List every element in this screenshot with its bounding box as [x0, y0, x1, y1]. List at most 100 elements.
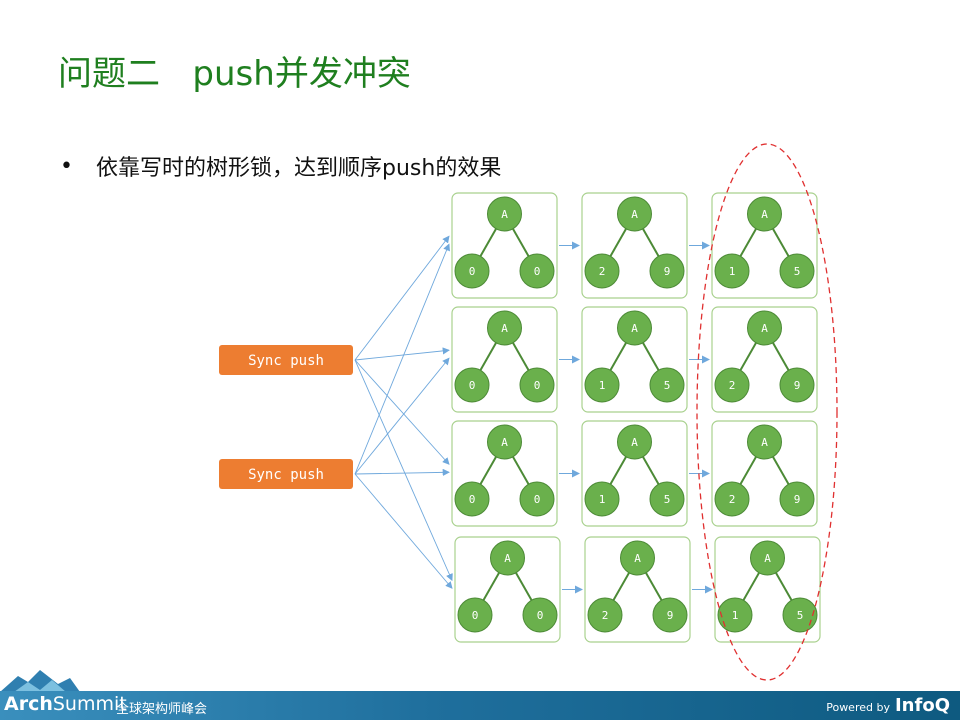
tree-node-label: A — [634, 552, 641, 565]
tree-node-label: 0 — [534, 379, 541, 392]
tree-node-label: 2 — [599, 265, 606, 278]
sync-push-bg — [219, 459, 353, 489]
tree-node — [490, 540, 525, 576]
tree-node — [617, 424, 652, 460]
tree-node — [714, 367, 750, 403]
tree-node-label: 5 — [664, 493, 671, 506]
tree-node — [620, 540, 655, 576]
tree-node-label: 9 — [667, 609, 674, 622]
tree-node-label: 0 — [472, 609, 479, 622]
fan-arrow — [354, 347, 450, 361]
tree-node-label: A — [761, 436, 768, 449]
tree-node-label: A — [764, 552, 771, 565]
tree-node-label: 0 — [534, 493, 541, 506]
tree-box: A 2 9 — [711, 306, 818, 413]
tree-node-label: A — [631, 322, 638, 335]
bullet-item: • 依靠写时的树形锁，达到顺序push的效果 — [60, 150, 501, 182]
tree-node — [519, 367, 555, 403]
tree-node — [584, 253, 620, 289]
tree-node-label: A — [501, 322, 508, 335]
tree-node-label: A — [501, 436, 508, 449]
tree-node — [649, 367, 685, 403]
tree-box: A 0 0 — [454, 536, 561, 643]
fan-arrow — [354, 473, 453, 589]
tree-node-label: 9 — [794, 379, 801, 392]
tree-node-label: 2 — [602, 609, 609, 622]
tree-node-label: A — [631, 208, 638, 221]
tree-node-label: 2 — [729, 379, 736, 392]
tree-node-label: A — [631, 436, 638, 449]
tree-node-label: 0 — [469, 265, 476, 278]
tree-node — [617, 196, 652, 232]
highlight-ellipse — [696, 143, 838, 681]
infoq-logo: InfoQ — [894, 695, 950, 716]
tree-box: A 1 5 — [581, 420, 688, 527]
mountain-logo-icon — [0, 670, 80, 692]
fan-arrow — [354, 235, 450, 361]
tree-node — [487, 424, 522, 460]
tree-node-label: 0 — [469, 379, 476, 392]
tree-node-label: 1 — [599, 493, 606, 506]
tree-node — [584, 481, 620, 517]
tree-node-label: 0 — [534, 265, 541, 278]
bullet-dot-icon: • — [60, 153, 73, 179]
archsummit-logo: ArchSummit — [4, 693, 127, 715]
tree-node-label: 5 — [794, 265, 801, 278]
tree-node-label: 1 — [729, 265, 736, 278]
tree-node — [747, 310, 782, 346]
tree-box: A 0 0 — [451, 420, 558, 527]
slide-title: 问题二 push并发冲突 — [58, 54, 411, 94]
tree-node — [750, 540, 785, 576]
fan-arrow — [354, 468, 450, 476]
sync-push-box: Sync push — [219, 345, 353, 375]
bullet-text: 依靠写时的树形锁，达到顺序push的效果 — [96, 156, 502, 181]
conference-name: 全球架构师峰会 — [116, 702, 208, 717]
tree-node — [714, 253, 750, 289]
tree-node — [487, 196, 522, 232]
tree-box: A 0 0 — [451, 306, 558, 413]
tree-node-label: 0 — [537, 609, 544, 622]
tree-node-label: A — [761, 322, 768, 335]
tree-node — [779, 253, 815, 289]
tree-node — [522, 597, 558, 633]
tree-node — [652, 597, 688, 633]
tree-node — [617, 310, 652, 346]
powered-by: Powered by InfoQ — [826, 695, 950, 716]
tree-node — [519, 253, 555, 289]
fan-arrow — [354, 359, 453, 582]
tree-box: A 2 9 — [584, 536, 691, 643]
tree-node — [454, 481, 490, 517]
tree-node — [584, 367, 620, 403]
sync-push-box: Sync push — [219, 459, 353, 489]
sync-push-label: Sync push — [248, 467, 324, 483]
tree-node-label: A — [501, 208, 508, 221]
tree-box: A 0 0 — [451, 192, 558, 299]
sync-push-label: Sync push — [248, 353, 324, 369]
fan-arrow — [354, 243, 450, 475]
fan-arrow — [354, 359, 450, 465]
tree-node-label: 5 — [664, 379, 671, 392]
sync-push-bg — [219, 345, 353, 375]
fan-arrow — [354, 357, 450, 475]
tree-node — [649, 481, 685, 517]
tree-node — [747, 424, 782, 460]
tree-node-label: A — [504, 552, 511, 565]
tree-node — [519, 481, 555, 517]
tree-node — [782, 597, 818, 633]
tree-node — [779, 367, 815, 403]
tree-node — [649, 253, 685, 289]
tree-node — [587, 597, 623, 633]
tree-node — [454, 367, 490, 403]
fan-arrows — [354, 235, 453, 589]
tree-node-label: 0 — [469, 493, 476, 506]
tree-node — [457, 597, 493, 633]
tree-node-label: 2 — [729, 493, 736, 506]
tree-node — [454, 253, 490, 289]
tree-node — [487, 310, 522, 346]
